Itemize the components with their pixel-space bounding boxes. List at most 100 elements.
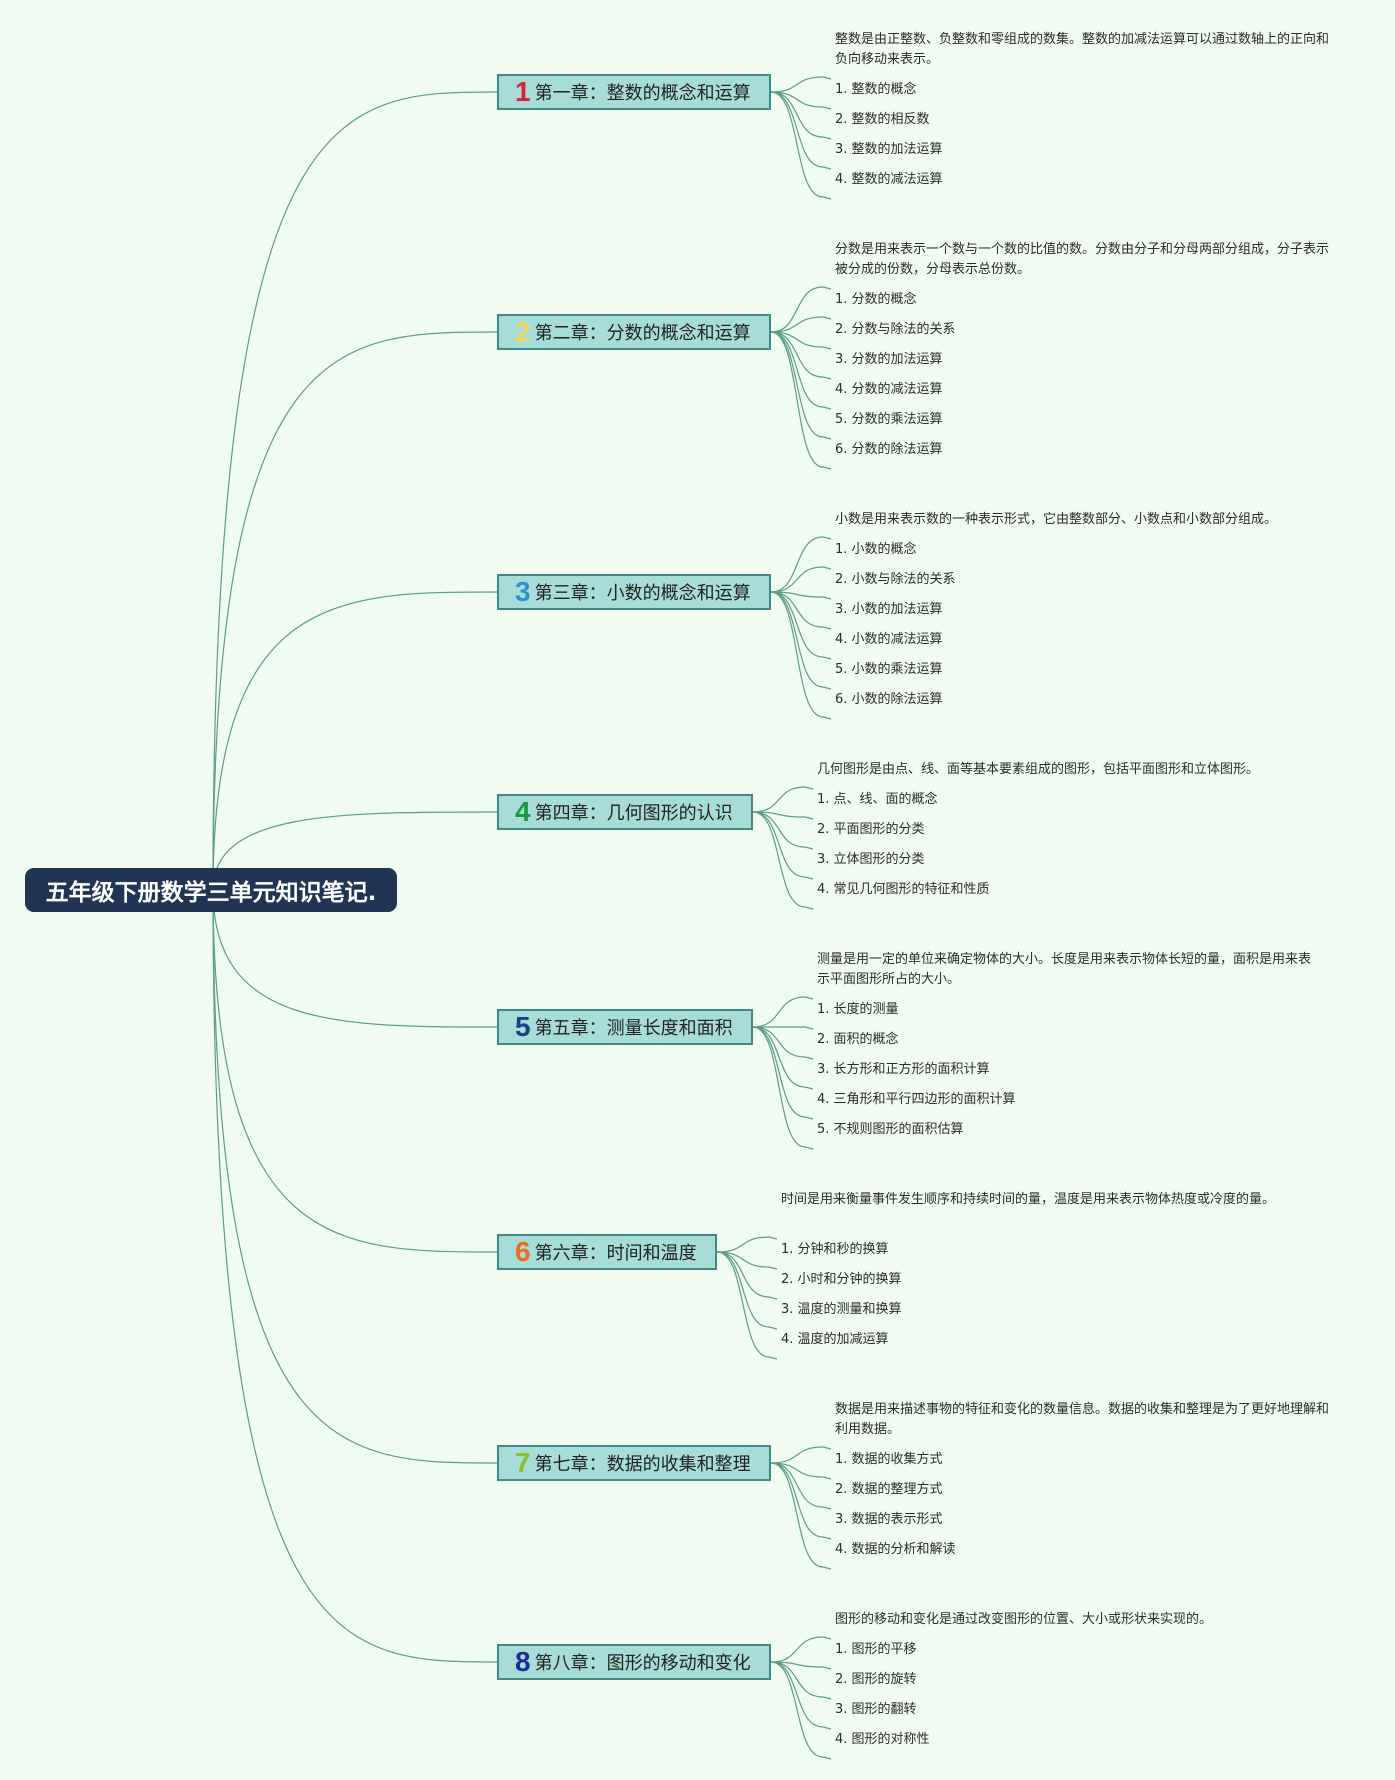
leaf-connector xyxy=(770,331,824,468)
chapter-subtopic[interactable]: 4. 数据的分析和解读 xyxy=(835,1542,956,1557)
chapter-subtopic[interactable]: 2. 平面图形的分类 xyxy=(817,822,925,837)
leaf-tick xyxy=(822,1536,832,1540)
leaf-connector xyxy=(752,996,806,1028)
chapter-subtopic[interactable]: 6. 分数的除法运算 xyxy=(835,442,943,457)
leaf-connector xyxy=(770,591,824,688)
leaf-tick xyxy=(804,876,814,880)
chapter-description[interactable]: 整数是由正整数、负整数和零组成的数集。整数的加减法运算可以通过数轴上的正向和负向… xyxy=(835,32,1330,67)
leaf-tick xyxy=(804,1146,814,1150)
chapter-subtopic[interactable]: 3. 长方形和正方形的面积计算 xyxy=(817,1062,990,1077)
leaf-tick xyxy=(822,1726,832,1730)
chapter-subtopic[interactable]: 2. 小数与除法的关系 xyxy=(835,572,956,587)
root-connector-8 xyxy=(212,889,498,1663)
leaf-tick xyxy=(804,906,814,910)
chapter-subtopic[interactable]: 3. 小数的加法运算 xyxy=(835,602,943,617)
chapter-subtopic[interactable]: 3. 立体图形的分类 xyxy=(817,852,925,867)
leaf-connector xyxy=(770,331,824,408)
leaf-tick xyxy=(822,1506,832,1510)
chapter-subtopic[interactable]: 1. 小数的概念 xyxy=(835,542,917,557)
root-topic[interactable]: 五年级下册数学三单元知识笔记. xyxy=(25,868,397,912)
chapter-subtopic[interactable]: 1. 数据的收集方式 xyxy=(835,1452,943,1467)
leaf-tick xyxy=(804,1086,814,1090)
leaf-tick xyxy=(804,816,814,820)
leaf-tick xyxy=(822,1636,832,1640)
chapter-subtopic[interactable]: 2. 整数的相反数 xyxy=(835,112,930,127)
leaf-connector xyxy=(752,811,806,908)
chapter-subtopic[interactable]: 4. 图形的对称性 xyxy=(835,1732,930,1747)
leaf-tick xyxy=(822,286,832,290)
chapter-subtopic[interactable]: 1. 分钟和秒的换算 xyxy=(781,1242,889,1257)
chapter-subtopic[interactable]: 3. 整数的加法运算 xyxy=(835,142,943,157)
chapter-subtopic[interactable]: 4. 三角形和平行四边形的面积计算 xyxy=(817,1092,1016,1107)
leaf-connector xyxy=(770,1446,824,1464)
chapter-subtopic[interactable]: 2. 小时和分钟的换算 xyxy=(781,1272,902,1287)
chapter-title: 第一章：整数的概念和运算 xyxy=(534,83,751,104)
leaf-connector xyxy=(752,811,806,878)
chapter-title: 第四章：几何图形的认识 xyxy=(534,803,733,824)
chapter-subtopic[interactable]: 5. 不规则图形的面积估算 xyxy=(817,1122,964,1137)
chapter-description[interactable]: 几何图形是由点、线、面等基本要素组成的图形，包括平面图形和立体图形。 xyxy=(817,762,1260,777)
chapter-subtopic[interactable]: 1. 分数的概念 xyxy=(835,292,917,307)
chapter-subtopic[interactable]: 3. 温度的测量和换算 xyxy=(781,1302,902,1317)
leaf-connector xyxy=(752,811,806,848)
chapter-subtopic[interactable]: 4. 分数的减法运算 xyxy=(835,382,943,397)
chapter-title: 第六章：时间和温度 xyxy=(534,1243,697,1264)
leaf-connector xyxy=(770,1462,824,1538)
leaf-tick xyxy=(822,136,832,140)
leaf-tick xyxy=(822,1696,832,1700)
chapter-subtopic[interactable]: 3. 图形的翻转 xyxy=(835,1702,917,1717)
chapter-description[interactable]: 时间是用来衡量事件发生顺序和持续时间的量，温度是用来表示物体热度或冷度的量。 xyxy=(781,1192,1276,1207)
leaf-connector xyxy=(770,591,824,718)
chapter-subtopic[interactable]: 4. 温度的加减运算 xyxy=(781,1332,889,1347)
leaf-tick xyxy=(822,596,832,600)
chapter-description[interactable]: 分数是用来表示一个数与一个数的比值的数。分数由分子和分母两部分组成，分子表示被分… xyxy=(835,242,1330,277)
chapter-subtopic[interactable]: 1. 点、线、面的概念 xyxy=(817,792,938,807)
chapter-title: 第五章：测量长度和面积 xyxy=(534,1018,733,1039)
chapter-subtopic[interactable]: 4. 小数的减法运算 xyxy=(835,632,943,647)
leaf-tick xyxy=(822,1756,832,1760)
chapter-subtopic[interactable]: 4. 整数的减法运算 xyxy=(835,172,943,187)
leaf-tick xyxy=(822,376,832,380)
chapter-subtopic[interactable]: 5. 小数的乘法运算 xyxy=(835,662,943,677)
chapter-subtopic[interactable]: 1. 整数的概念 xyxy=(835,82,917,97)
root-connector-3 xyxy=(212,591,498,891)
root-title: 五年级下册数学三单元知识笔记. xyxy=(45,880,377,906)
leaf-connector xyxy=(716,1251,770,1268)
leaf-tick xyxy=(822,536,832,540)
chapter-subtopic[interactable]: 5. 分数的乘法运算 xyxy=(835,412,943,427)
chapter-subtopic[interactable]: 4. 常见几何图形的特征和性质 xyxy=(817,882,990,897)
chapter-description[interactable]: 测量是用一定的单位来确定物体的大小。长度是用来表示物体长短的量，面积是用来表示平… xyxy=(817,952,1312,987)
chapter-number: 2 xyxy=(515,316,531,347)
leaf-connector xyxy=(770,591,824,598)
chapter-description[interactable]: 图形的移动和变化是通过改变图形的位置、大小或形状来实现的。 xyxy=(835,1612,1213,1627)
chapter-number: 1 xyxy=(515,76,531,107)
chapter-description[interactable]: 数据是用来描述事物的特征和变化的数量信息。数据的收集和整理是为了更好地理解和利用… xyxy=(835,1402,1330,1437)
chapter-subtopic[interactable]: 2. 数据的整理方式 xyxy=(835,1482,943,1497)
chapter-subtopic[interactable]: 2. 面积的概念 xyxy=(817,1032,899,1047)
leaf-tick xyxy=(822,656,832,660)
chapter-number: 8 xyxy=(515,1646,531,1677)
chapter-subtopic[interactable]: 1. 长度的测量 xyxy=(817,1002,899,1017)
leaf-connector xyxy=(770,91,824,108)
chapter-description[interactable]: 小数是用来表示数的一种表示形式，它由整数部分、小数点和小数部分组成。 xyxy=(835,512,1278,527)
chapter-number: 4 xyxy=(515,796,531,827)
leaf-tick xyxy=(768,1296,778,1300)
chapter-subtopic[interactable]: 3. 数据的表示形式 xyxy=(835,1512,943,1527)
chapter-subtopic[interactable]: 3. 分数的加法运算 xyxy=(835,352,943,367)
chapter-subtopic[interactable]: 2. 分数与除法的关系 xyxy=(835,322,956,337)
chapter-subtopic[interactable]: 6. 小数的除法运算 xyxy=(835,692,943,707)
chapter-subtopic[interactable]: 1. 图形的平移 xyxy=(835,1642,917,1657)
chapter-subtopic[interactable]: 2. 图形的旋转 xyxy=(835,1672,917,1687)
leaf-connector xyxy=(770,566,824,593)
leaf-connector xyxy=(716,1251,770,1328)
